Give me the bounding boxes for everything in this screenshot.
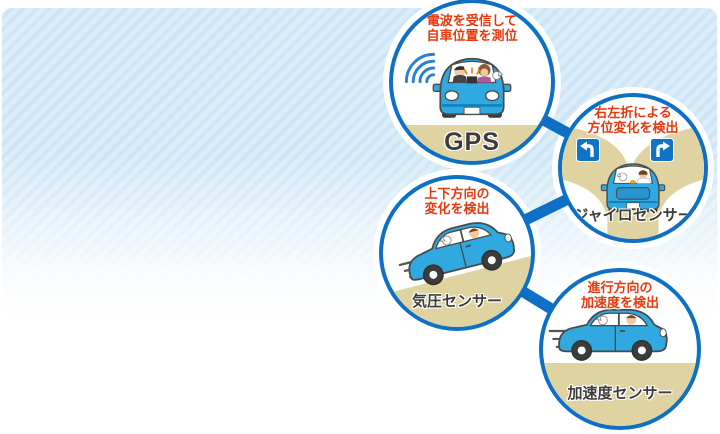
caption-line: 加速度を検出 xyxy=(580,295,659,310)
connector-gyro-barometric xyxy=(516,192,575,228)
sensor-circle-barometric: 上下方向の 変化を検出 気圧センサー xyxy=(379,175,535,331)
caption-line: 電波を受信して xyxy=(426,13,518,28)
caption-line: 右左折による xyxy=(594,105,672,120)
sensor-circle-accelerometer: 進行方向の 加速度を検出 加速度センサー xyxy=(539,268,701,430)
sensor-label: GPS xyxy=(444,128,500,156)
sensor-caption: 電波を受信して 自車位置を測位 xyxy=(393,13,551,43)
car-front-illustration xyxy=(432,57,512,118)
sensor-circle-gyro: 右左折による 方位変化を検出 ジャイロセンサー xyxy=(558,93,708,243)
car-side-uphill-illustration xyxy=(398,222,516,286)
turn-left-sign-icon xyxy=(576,138,600,162)
caption-line: 上下方向の xyxy=(424,186,490,201)
car-rear-illustration xyxy=(600,163,666,213)
caption-line: 方位変化を検出 xyxy=(587,120,679,135)
slope-ground xyxy=(383,255,531,327)
sensor-label: ジャイロセンサー xyxy=(573,207,693,224)
radio-wave-icon xyxy=(404,52,436,84)
sensor-caption: 右左折による 方位変化を検出 xyxy=(562,105,704,135)
sensor-label: 加速度センサー xyxy=(567,385,673,402)
circle-halo-rings xyxy=(373,0,714,434)
caption-line: 進行方向の xyxy=(587,280,653,295)
sensor-circle-gps: 電波を受信して 自車位置を測位 GPS xyxy=(389,0,555,165)
road-ground xyxy=(393,125,551,161)
caption-line: 自車位置を測位 xyxy=(426,28,518,43)
car-side-speeding-illustration xyxy=(548,308,668,361)
sensor-label: 気圧センサー xyxy=(411,293,502,310)
road-ground xyxy=(543,363,697,426)
sensor-caption: 上下方向の 変化を検出 xyxy=(383,186,531,216)
turn-right-sign-icon xyxy=(650,138,674,162)
sensor-caption: 進行方向の 加速度を検出 xyxy=(543,280,697,310)
caption-line: 変化を検出 xyxy=(424,201,490,216)
